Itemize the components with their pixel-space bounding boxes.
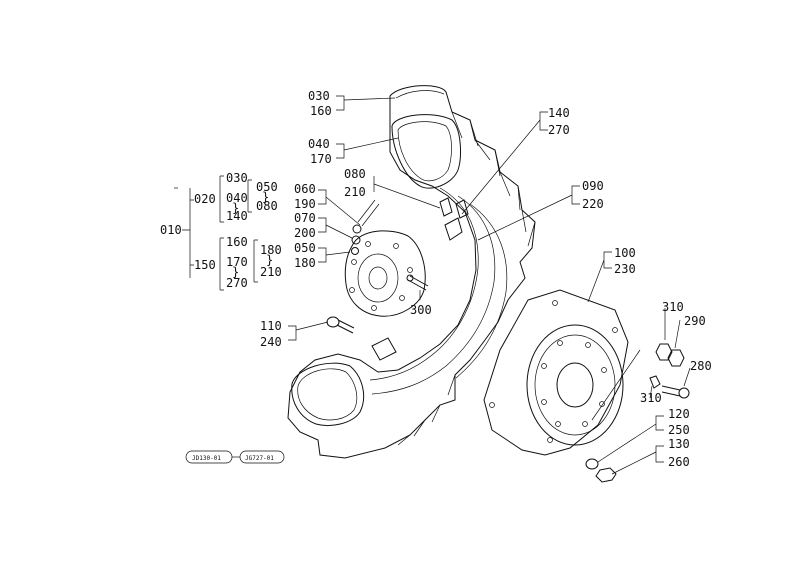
label-220: 220: [582, 197, 604, 211]
part-labels: 030 160 040 170 140 270 080 210 090 220 …: [260, 89, 712, 469]
ref-code-left: JD130-01: [192, 455, 221, 462]
drawing-references: JD130-01 JG727-01: [185, 450, 285, 464]
tree-root-010: 010: [160, 223, 182, 237]
label-270: 270: [548, 123, 570, 137]
label-310-bottom: 310: [640, 391, 662, 405]
label-120: 120: [668, 407, 690, 421]
label-240: 240: [260, 335, 282, 349]
tree-140: 140: [226, 209, 248, 223]
label-310-top: 310: [662, 300, 684, 314]
label-090: 090: [582, 179, 604, 193]
tree-sep-4: }: [266, 253, 273, 267]
label-080: 080: [344, 167, 366, 181]
label-060: 060: [294, 182, 316, 196]
tree-040: 040: [226, 191, 248, 205]
tree-050: 050: [256, 180, 278, 194]
label-050: 050: [294, 241, 316, 255]
tree-270: 270: [226, 276, 248, 290]
label-260: 260: [668, 455, 690, 469]
center-disc-drawing: [344, 230, 426, 317]
assembly-tree: 010 020 030 040 } 140 050 } 080 150 160 …: [160, 171, 282, 291]
tree-180: 180: [260, 243, 282, 257]
hardware-drawing: [326, 197, 690, 483]
tree-sep-3: }: [232, 265, 239, 279]
label-250: 250: [668, 423, 690, 437]
ref-code-right: JG727-01: [245, 455, 274, 462]
label-180: 180: [294, 256, 316, 270]
label-130: 130: [668, 437, 690, 451]
wheel-disc-drawing: [483, 289, 629, 456]
label-200: 200: [294, 226, 316, 240]
label-210: 210: [344, 185, 366, 199]
label-160: 160: [310, 104, 332, 118]
label-300: 300: [410, 303, 432, 317]
tree-170: 170: [226, 255, 248, 269]
tree-160: 160: [226, 235, 248, 249]
label-100: 100: [614, 246, 636, 260]
label-140: 140: [548, 106, 570, 120]
tree-210: 210: [260, 265, 282, 279]
tree-030: 030: [226, 171, 248, 185]
tree-150: 150: [194, 258, 216, 272]
leader-lines: [288, 95, 691, 475]
label-230: 230: [614, 262, 636, 276]
tire-drawing: [287, 85, 536, 459]
label-170: 170: [310, 152, 332, 166]
tree-080: 080: [256, 199, 278, 213]
tree-sep-1: }: [232, 201, 239, 215]
tree-020: 020: [194, 192, 216, 206]
label-190: 190: [294, 197, 316, 211]
label-040: 040: [308, 137, 330, 151]
label-070: 070: [294, 211, 316, 225]
label-110: 110: [260, 319, 282, 333]
label-280: 280: [690, 359, 712, 373]
label-030: 030: [308, 89, 330, 103]
tree-sep-2: }: [262, 190, 269, 204]
label-290: 290: [684, 314, 706, 328]
